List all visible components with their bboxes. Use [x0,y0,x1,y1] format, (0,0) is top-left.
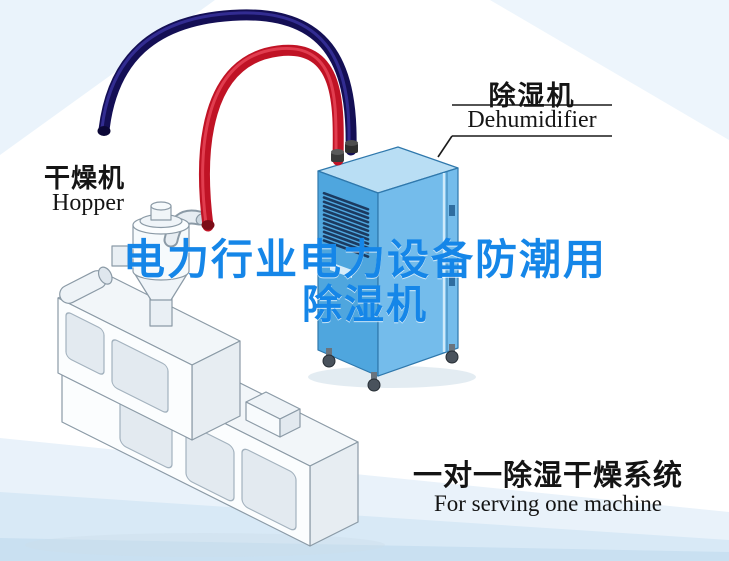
dehumidifier-label-en: Dehumidifier [467,107,597,133]
vent-grille [322,191,370,258]
caption-cn: 一对一除湿干燥系统 [412,460,683,492]
hose-ports [331,140,358,162]
main-title-line2: 除湿机 [302,283,428,328]
main-title: 电力行业电力设备防潮用 除湿机 [40,236,690,328]
caption-en: For serving one machine [433,491,663,516]
main-title-line1: 电力行业电力设备防潮用 [122,236,607,283]
dehumidifier-label-lines [437,104,612,158]
red-hose [199,44,344,232]
hopper-machine-illustration [57,266,359,547]
hopper-illustration [111,201,211,327]
dryer-label-en: Hopper [52,190,124,216]
machine-upper-panels [65,312,169,413]
navy-hose [97,9,357,156]
barrel-cylinder [59,266,113,304]
dehumidifier-cabinet-illustration [317,146,459,392]
caster-wheels [322,344,459,392]
dryer-label-cn: 干燥机 [44,163,126,193]
dehumidifier-label-cn: 除湿机 [488,81,576,111]
